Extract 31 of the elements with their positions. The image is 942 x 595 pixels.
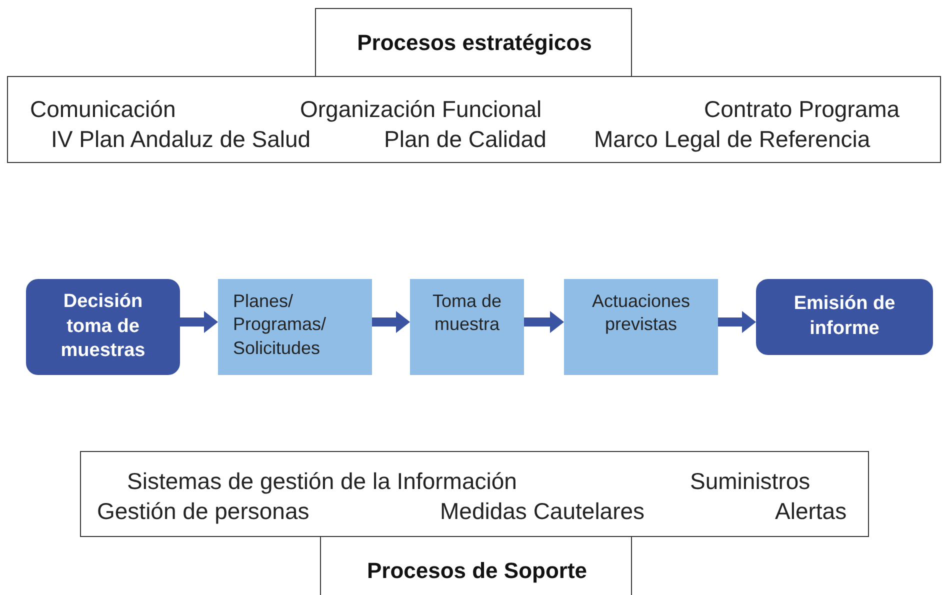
process-box — [564, 279, 718, 375]
box-label: Comunicación — [30, 95, 176, 124]
header-box — [315, 8, 632, 77]
box-label: Alertas — [775, 497, 847, 526]
box-label: Procesos de Soporte — [366, 557, 588, 585]
process-box — [218, 279, 372, 375]
arrow — [524, 311, 564, 333]
box-label: Marco Legal de Referencia — [594, 125, 870, 154]
arrow — [718, 311, 756, 333]
box-label: Procesos estratégicos — [356, 29, 593, 57]
box-label: Medidas Cautelares — [440, 497, 645, 526]
process-box — [756, 279, 933, 355]
header-box — [320, 536, 632, 595]
process-box — [410, 279, 524, 375]
box-label: Planes/ Programas/ Solicitudes — [233, 290, 328, 360]
box-label: Sistemas de gestión de la Información — [127, 467, 517, 496]
box-label: Actuaciones previstas — [590, 290, 692, 336]
box-label: IV Plan Andaluz de Salud — [51, 125, 311, 154]
box-label: Toma de muestra — [431, 290, 503, 336]
box-label: Gestión de personas — [97, 497, 310, 526]
box-label: Emisión de informe — [792, 292, 896, 341]
arrow — [372, 311, 410, 333]
box-label: Suministros — [690, 467, 810, 496]
box-label: Organización Funcional — [300, 95, 542, 124]
box-label: Plan de Calidad — [384, 125, 546, 154]
list-box — [7, 76, 941, 163]
process-box — [26, 279, 180, 375]
list-box — [80, 451, 869, 537]
box-label: Decisión toma de muestras — [60, 290, 146, 364]
box-label: Contrato Programa — [704, 95, 900, 124]
arrow — [180, 311, 218, 333]
